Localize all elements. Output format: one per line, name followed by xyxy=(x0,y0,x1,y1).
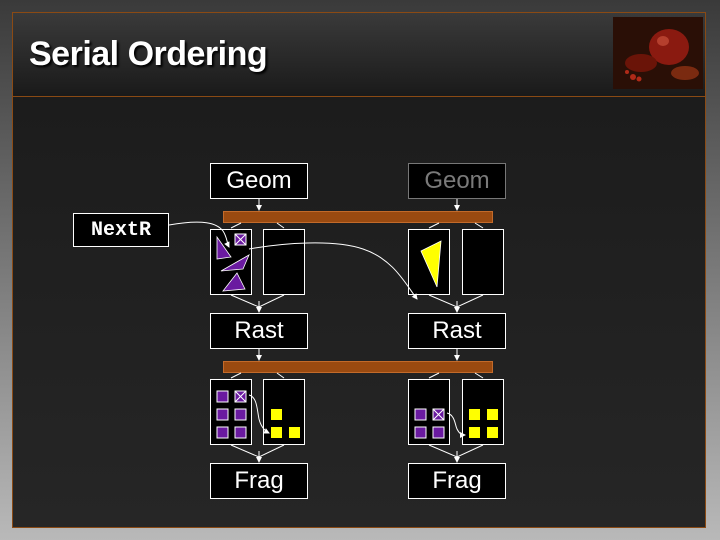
diagram-area: Geom Rast Frag Geom Rast Frag NextR xyxy=(13,97,705,527)
geom-interconnect-bar xyxy=(223,211,493,223)
next-register-label: NextR xyxy=(73,213,169,247)
nextr-arrow xyxy=(168,221,230,248)
right-rast-node: Rast xyxy=(408,313,506,349)
left-purple-fragments xyxy=(216,390,247,439)
left-geom-buffer-b xyxy=(263,229,305,295)
right-frag-node: Frag xyxy=(408,463,506,499)
slide: Serial Ordering Geom Rast Frag Geom Rast… xyxy=(12,12,706,528)
left-fanout-1 xyxy=(230,222,285,229)
right-purple-fragments xyxy=(414,408,445,439)
diagram-connectors xyxy=(168,199,498,463)
serial-order-arrow xyxy=(248,242,418,300)
right-geom-node: Geom xyxy=(408,163,506,199)
right-converge-1 xyxy=(428,294,484,308)
left-converge-1 xyxy=(230,294,285,308)
left-geom-node: Geom xyxy=(210,163,308,199)
rast-interconnect-bar xyxy=(223,361,493,373)
left-yellow-fragments xyxy=(271,409,300,438)
left-triangles xyxy=(216,233,250,292)
right-geom-buffer-b xyxy=(462,229,504,295)
right-triangle xyxy=(420,240,442,288)
left-frag-node: Frag xyxy=(210,463,308,499)
header: Serial Ordering xyxy=(13,13,705,97)
right-fanout-1 xyxy=(428,222,484,229)
pomegranate-photo xyxy=(613,17,703,89)
left-rast-node: Rast xyxy=(210,313,308,349)
right-yellow-fragments xyxy=(469,409,498,438)
page-title: Serial Ordering xyxy=(29,35,268,73)
